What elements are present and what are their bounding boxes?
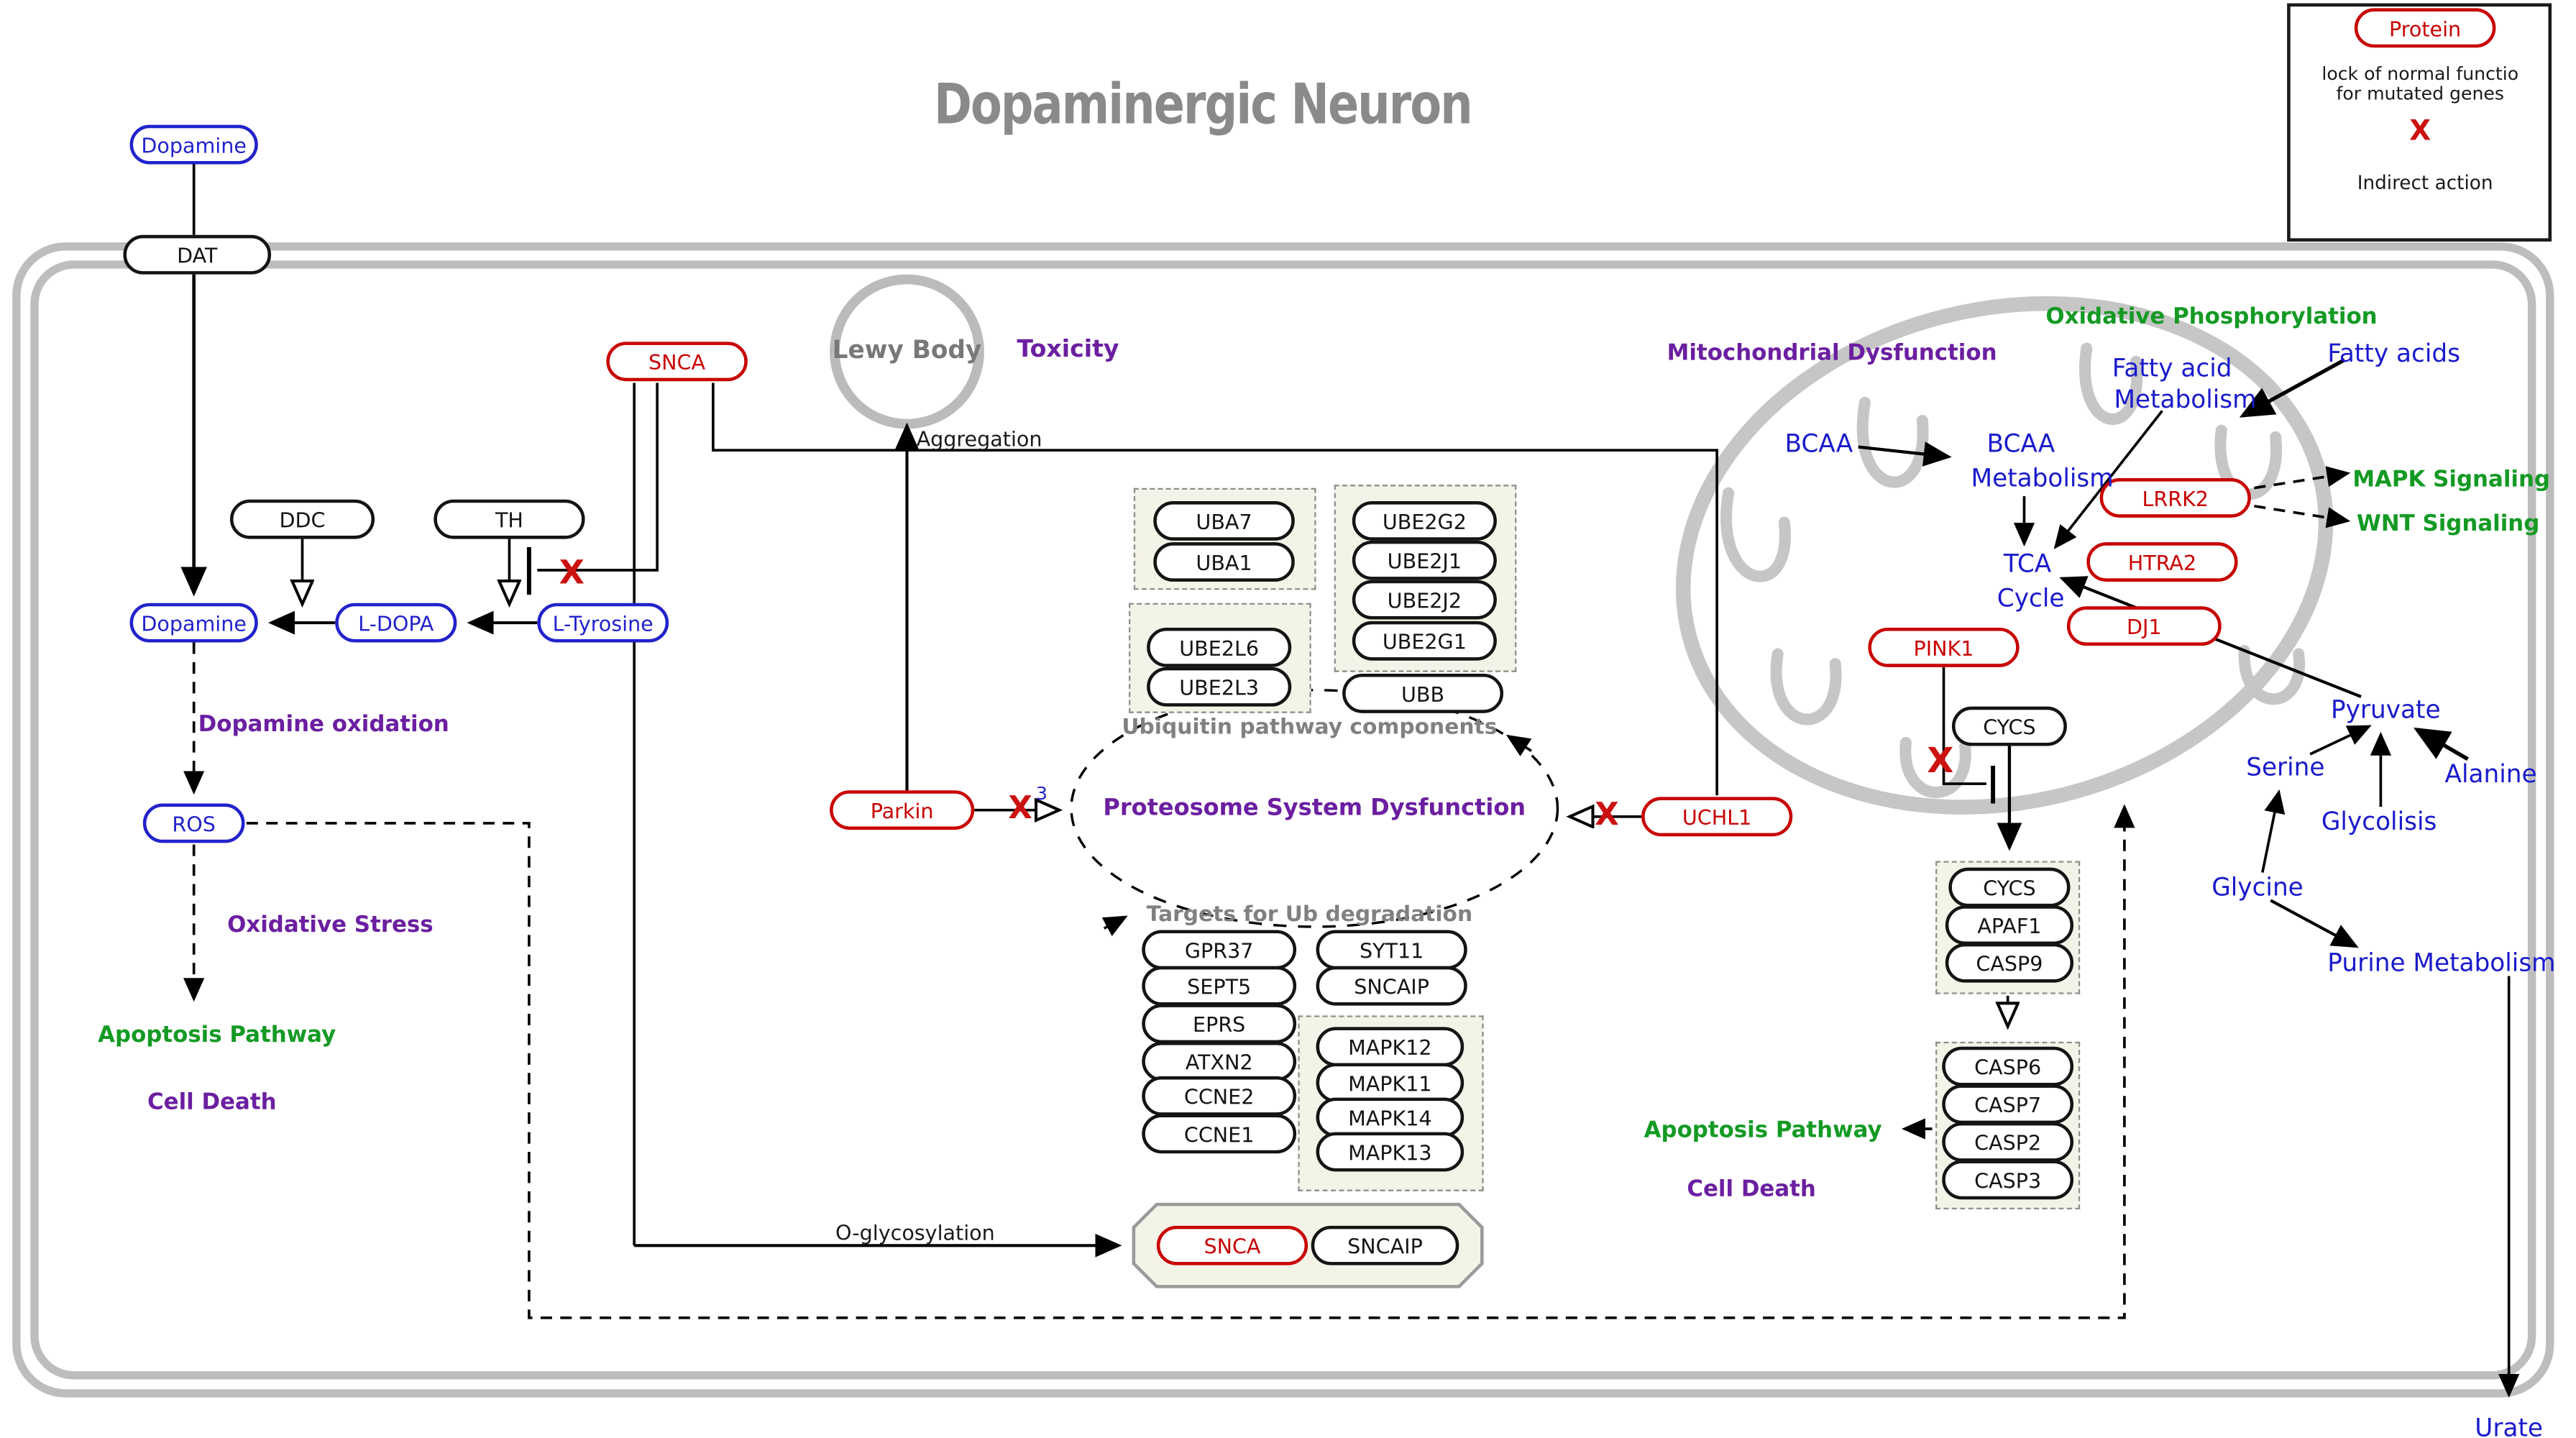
fatty-acids-label[interactable]: Fatty acids [2327, 338, 2461, 368]
dj1-node[interactable]: DJ1 [2066, 606, 2222, 646]
parkin-node[interactable]: Parkin [830, 790, 975, 830]
bcaa-met-2-label[interactable]: Metabolism [1971, 463, 2114, 493]
cycs-mito-node[interactable]: CYCS [1951, 706, 2067, 746]
page-title-label: Dopaminergic Neuron [933, 72, 1473, 138]
dopamine-oxidation-label: Dopamine oxidation [198, 711, 449, 738]
ccne2-node[interactable]: CCNE2 [1142, 1076, 1297, 1116]
snca-sncaip-complex-octagon [1132, 1202, 1484, 1288]
th-mutation-x-label: X [559, 551, 585, 592]
pink1-node[interactable]: PINK1 [1868, 627, 2020, 667]
ube2j1-node[interactable]: UBE2J1 [1352, 540, 1497, 580]
mitochondrial-dysfunction-label: Mitochondrial Dysfunction [1667, 340, 1997, 367]
ubiquitin-title-label: Ubiquitin pathway components [1122, 715, 1498, 741]
snca-complex-node[interactable]: SNCA [1156, 1225, 1308, 1265]
mapk14-node[interactable]: MAPK14 [1316, 1097, 1465, 1137]
legend-mutation-line1-label: lock of normal functio [2321, 63, 2519, 85]
mapk13-node[interactable]: MAPK13 [1316, 1132, 1465, 1172]
uba1-node[interactable]: UBA1 [1153, 542, 1295, 582]
oxidative-stress-label: Oxidative Stress [227, 912, 434, 938]
sncaip-complex-node[interactable]: SNCAIP [1311, 1225, 1459, 1265]
casp2-node[interactable]: CASP2 [1942, 1122, 2074, 1162]
bcaa-label[interactable]: BCAA [1784, 429, 1853, 459]
wnt-signaling-label[interactable]: WNT Signaling [2356, 510, 2540, 538]
dat-node[interactable]: DAT [123, 234, 272, 275]
alanine-label[interactable]: Alanine [2444, 759, 2537, 789]
parkin-x-sup-label: 3 [1035, 782, 1048, 805]
bcaa-met-1-label[interactable]: BCAA [1986, 429, 2055, 459]
glycolisis-label[interactable]: Glycolisis [2321, 807, 2437, 837]
casp6-node[interactable]: CASP6 [1942, 1046, 2074, 1086]
ccne1-node[interactable]: CCNE1 [1142, 1114, 1297, 1154]
l-tyrosine-node[interactable]: L-Tyrosine [537, 603, 669, 643]
legend-protein-node[interactable]: Protein [2354, 8, 2496, 48]
ube2l6-node[interactable]: UBE2L6 [1147, 627, 1292, 667]
uchl1-node[interactable]: UCHL1 [1641, 797, 1793, 837]
sept5-node[interactable]: SEPT5 [1142, 966, 1297, 1006]
tca-1-label[interactable]: TCA [2003, 549, 2052, 579]
o-glycosylation-label: O-glycosylation [835, 1219, 995, 1245]
oxidative-phosphorylation-label[interactable]: Oxidative Phosphorylation [2045, 303, 2378, 331]
cycs-node[interactable]: CYCS [1948, 867, 2071, 907]
toxicity-label: Toxicity [1017, 336, 1119, 364]
mitochondrion-cristae [1720, 342, 2306, 798]
uchl1-mutation-x-label: X [1595, 797, 1619, 833]
l-dopa-node[interactable]: L-DOPA [335, 603, 457, 643]
apoptosis-pathway-left-label[interactable]: Apoptosis Pathway [98, 1022, 336, 1049]
cell-membrane-outer [12, 242, 2554, 1398]
pyruvate-label[interactable]: Pyruvate [2330, 695, 2441, 725]
syt11-node[interactable]: SYT11 [1316, 930, 1467, 970]
casp3-node[interactable]: CASP3 [1942, 1160, 2074, 1200]
glycine-label[interactable]: Glycine [2211, 872, 2304, 902]
legend-x-label: X [2409, 114, 2431, 148]
parkin-mutation-x-label: X [1008, 790, 1032, 827]
cell-death-right-label: Cell Death [1687, 1176, 1816, 1203]
apoptosis-pathway-right-label[interactable]: Apoptosis Pathway [1644, 1117, 1882, 1144]
uba7-node[interactable]: UBA7 [1153, 501, 1295, 541]
ddc-node[interactable]: DDC [229, 499, 375, 539]
ube2g2-node[interactable]: UBE2G2 [1352, 501, 1497, 541]
mapk-signaling-label[interactable]: MAPK Signaling [2352, 467, 2551, 493]
mapk11-node[interactable]: MAPK11 [1316, 1063, 1465, 1103]
ubb-node[interactable]: UBB [1342, 673, 1504, 713]
fatty-acid-met-2-label[interactable]: Metabolism [2114, 384, 2257, 414]
legend-indirect-label: Indirect action [2357, 170, 2493, 194]
apaf1-node[interactable]: APAF1 [1945, 905, 2074, 945]
th-node[interactable]: TH [434, 499, 585, 539]
casp9-node[interactable]: CASP9 [1945, 943, 2074, 983]
cell-death-left-label: Cell Death [147, 1089, 277, 1116]
proteosome-dysfunction-label: Proteosome System Dysfunction [1103, 795, 1526, 822]
dopamine-top-node[interactable]: Dopamine [129, 124, 258, 165]
htra2-node[interactable]: HTRA2 [2086, 542, 2238, 582]
lrrk2-node[interactable]: LRRK2 [2099, 478, 2251, 518]
ros-node[interactable]: ROS [142, 803, 245, 843]
pink1-mutation-x-label: X [1927, 741, 1954, 781]
tca-2-label[interactable]: Cycle [1997, 583, 2065, 613]
serine-label[interactable]: Serine [2246, 752, 2325, 782]
atxn2-node[interactable]: ATXN2 [1142, 1041, 1297, 1081]
purine-metabolism-label[interactable]: Purine Metabolism [2327, 948, 2556, 978]
dopamine-node[interactable]: Dopamine [129, 603, 258, 643]
sncaip-target-node[interactable]: SNCAIP [1316, 966, 1467, 1006]
eprs-node[interactable]: EPRS [1142, 1004, 1297, 1044]
snca-node[interactable]: SNCA [606, 342, 748, 382]
fatty-acid-met-1-label[interactable]: Fatty acid [2112, 353, 2232, 383]
lewy-body-label: Lewy Body [832, 335, 982, 365]
urate-label[interactable]: Urate [2475, 1413, 2544, 1438]
ube2l3-node[interactable]: UBE2L3 [1147, 667, 1292, 707]
mapk12-node[interactable]: MAPK12 [1316, 1027, 1465, 1067]
targets-title-label: Targets for Ub degradation [1146, 902, 1473, 928]
gpr37-node[interactable]: GPR37 [1142, 930, 1297, 970]
legend-mutation-line2-label: for mutated genes [2336, 83, 2504, 105]
aggregation-label: Aggregation [916, 426, 1042, 452]
ube2g1-node[interactable]: UBE2G1 [1352, 620, 1497, 661]
ube2j2-node[interactable]: UBE2J2 [1352, 580, 1497, 620]
casp7-node[interactable]: CASP7 [1942, 1084, 2074, 1125]
cell-membrane-inner [30, 260, 2536, 1380]
